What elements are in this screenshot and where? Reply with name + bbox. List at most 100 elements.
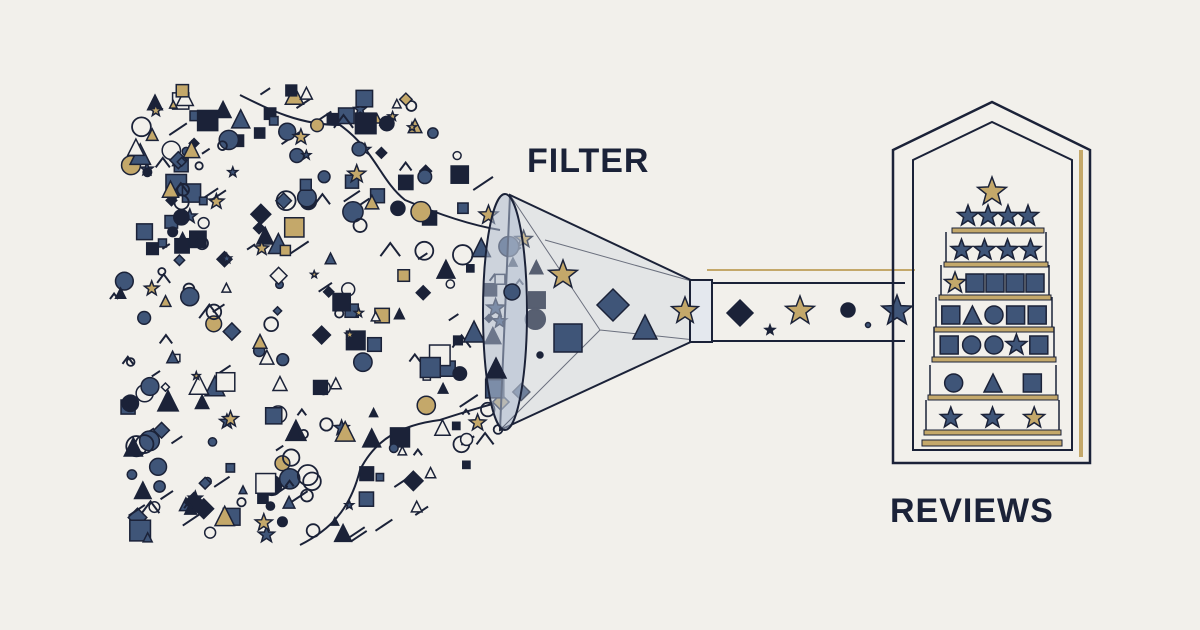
scatter-circle <box>142 167 153 178</box>
scatter-square <box>375 472 385 482</box>
scatter-diamond <box>274 191 293 210</box>
scatter-chev <box>183 500 194 509</box>
scatter-tri <box>281 494 297 509</box>
funnel-square <box>553 323 583 353</box>
stream-star-gold-icon <box>783 293 817 325</box>
scatter-tri <box>424 465 437 479</box>
scatter-circle <box>278 122 297 141</box>
shelf-circle <box>984 305 1004 325</box>
scatter-circle <box>445 279 456 289</box>
scatter-chev <box>140 499 161 514</box>
scatter-square <box>397 174 414 191</box>
shelf-tri <box>962 304 983 325</box>
scatter-chev <box>198 303 221 319</box>
shelf-board <box>933 326 1055 333</box>
scatter-chev <box>154 156 171 168</box>
shelf-tier <box>923 400 1062 436</box>
scatter-square <box>451 421 461 431</box>
scatter-ring <box>275 190 297 212</box>
scatter-star <box>308 268 320 280</box>
scatter-tri <box>145 127 160 142</box>
shelf-tier <box>931 327 1057 363</box>
scatter-circle <box>148 457 168 477</box>
scatter-ring <box>205 303 223 321</box>
scatter-square <box>198 196 208 206</box>
scatter-line <box>343 190 361 203</box>
scatter-line <box>275 444 284 452</box>
scatter-circle <box>417 169 433 185</box>
scatter-tri <box>230 108 251 129</box>
scatter-circle <box>452 150 462 161</box>
scatter-circle <box>452 366 468 382</box>
funnel-mouth <box>482 193 528 431</box>
scatter-circle <box>203 526 217 539</box>
scatter-circle <box>172 208 190 226</box>
scatter-chev <box>172 181 189 194</box>
shelf-board <box>938 294 1052 301</box>
shelf-star <box>938 404 964 429</box>
scatter-line <box>159 490 174 501</box>
scatter-ring <box>263 316 279 333</box>
stream-star-icon <box>879 292 915 326</box>
scatter-square <box>174 237 190 254</box>
scatter-ring <box>134 434 155 454</box>
scatter-ring <box>282 448 301 467</box>
scatter-ring <box>319 417 334 432</box>
scatter-star <box>148 102 164 118</box>
scatter-chev <box>121 355 134 365</box>
scatter-line <box>182 513 200 527</box>
scatter-chev <box>412 447 423 456</box>
shelf-star <box>975 202 1001 227</box>
case-outer <box>891 100 1092 465</box>
scatter-square <box>389 427 411 448</box>
scatter-line <box>289 240 310 255</box>
scatter-star <box>220 408 241 428</box>
scatter-square <box>129 519 152 542</box>
shelf-board <box>931 356 1057 363</box>
scatter-tri <box>123 436 144 457</box>
scatter-ring <box>296 464 319 487</box>
scatter-tri <box>329 376 343 390</box>
scatter-tri <box>334 419 357 442</box>
scatter-diamond <box>249 203 272 226</box>
scatter-tri <box>396 444 408 456</box>
scatter-square <box>255 472 277 495</box>
scatter-square <box>332 292 352 312</box>
scatter-circle <box>427 127 439 139</box>
shelf-square <box>965 273 985 293</box>
scatter-circle <box>153 480 166 493</box>
scatter-square <box>157 238 168 248</box>
shelf-star <box>955 202 981 227</box>
scatter-diamond <box>322 285 335 299</box>
stream-star-small-icon <box>763 322 777 336</box>
scatter-square <box>355 89 374 108</box>
scatter-line <box>161 243 171 250</box>
scatter-square <box>135 223 154 241</box>
funnel-circle <box>503 283 521 301</box>
scatter-square <box>326 112 339 126</box>
scatter-square <box>462 460 471 470</box>
scatter-square <box>450 165 470 184</box>
scatter-square <box>225 462 236 473</box>
scatter-square <box>175 83 190 98</box>
scatter-ring <box>414 240 435 261</box>
scatter-tri <box>158 294 173 308</box>
scatter-circle <box>310 118 325 133</box>
scatter-chev <box>284 479 295 487</box>
shelf-star <box>1003 331 1029 356</box>
scatter-square <box>285 84 298 97</box>
scatter-chev <box>461 408 471 416</box>
scatter-line <box>448 313 459 322</box>
scatter-tri <box>141 531 154 543</box>
scatter-square <box>312 379 329 396</box>
scatter-diamond <box>198 476 213 491</box>
scatter-circle <box>317 170 331 184</box>
scatter-tri <box>324 251 338 265</box>
scatter-ring <box>298 428 309 440</box>
funnel-triangle-small <box>484 356 508 379</box>
scatter-star <box>190 369 203 381</box>
scatter-line <box>343 526 366 542</box>
scatter-ring <box>302 471 322 492</box>
shelf-square <box>1029 335 1049 355</box>
